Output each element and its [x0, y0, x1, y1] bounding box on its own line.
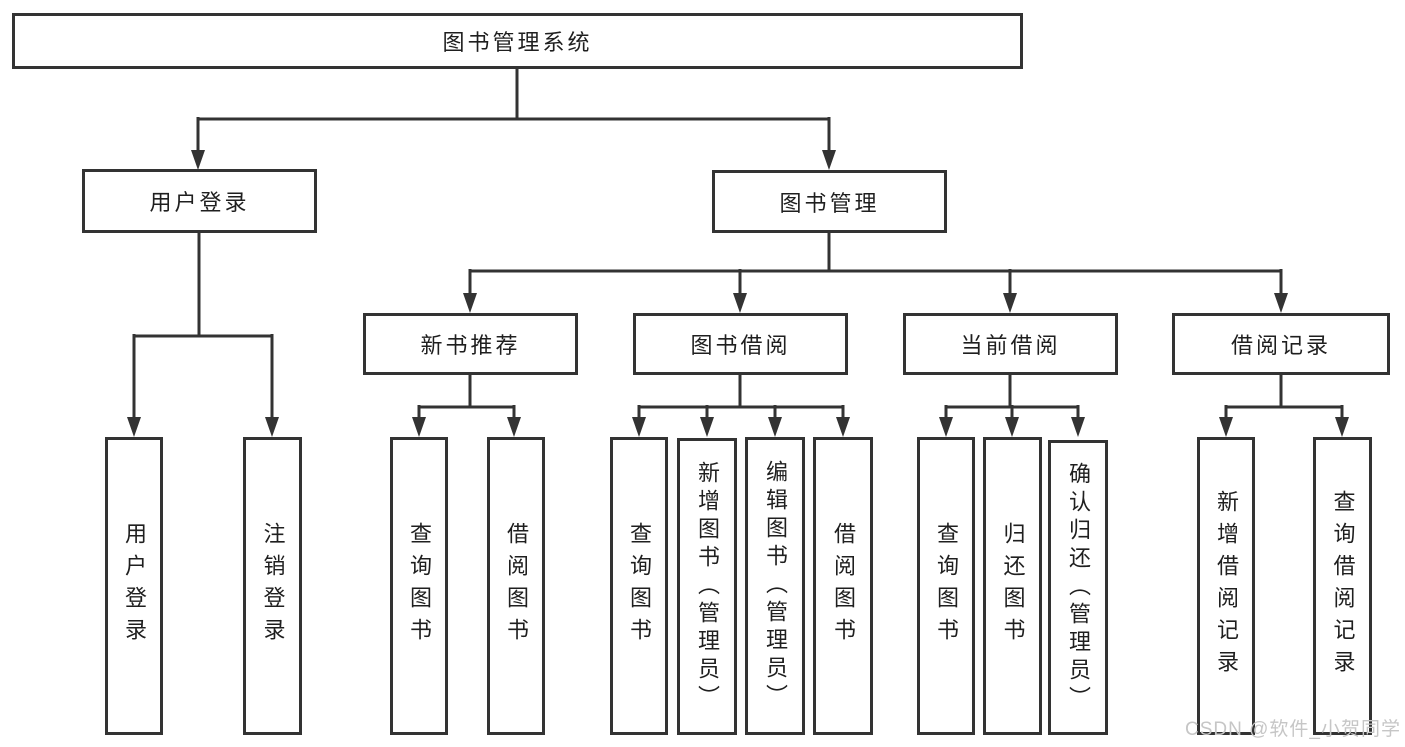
node-leaf-query-borrow-record: 查询借阅记录 [1313, 437, 1372, 735]
node-label: 图书管理 [779, 190, 880, 216]
node-label: 新书推荐 [420, 333, 521, 358]
node-leaf-confirm-return-admin: 确认归还（管理员） [1048, 440, 1108, 735]
node-leaf-query-book-3: 查询图书 [917, 437, 975, 735]
node-label: 编辑图书（管理员） [763, 460, 788, 712]
node-book-borrowing: 图书借阅 [633, 313, 848, 375]
node-label: 图书管理系统 [442, 30, 593, 55]
node-label: 借阅记录 [1230, 333, 1331, 358]
node-label: 新增借阅记录 [1214, 490, 1239, 682]
node-label: 确认归还（管理员） [1066, 461, 1091, 714]
node-leaf-borrow-book-2: 借阅图书 [813, 437, 873, 735]
node-label: 借阅图书 [504, 522, 529, 650]
node-current-borrowing: 当前借阅 [903, 313, 1118, 375]
csdn-watermark: CSDN @软件_小贺同学 [1185, 719, 1401, 740]
node-leaf-user-login: 用户登录 [105, 437, 163, 735]
node-new-book-recommend: 新书推荐 [363, 313, 578, 375]
node-label: 新增图书（管理员） [695, 460, 720, 713]
node-library-system: 图书管理系统 [12, 13, 1023, 69]
node-user-login: 用户登录 [82, 169, 317, 233]
node-leaf-borrow-book-1: 借阅图书 [487, 437, 545, 735]
node-label: 查询借阅记录 [1330, 490, 1356, 682]
node-leaf-return-book: 归还图书 [983, 437, 1042, 735]
node-leaf-query-book-1: 查询图书 [390, 437, 448, 735]
node-label: 用户登录 [149, 190, 250, 215]
node-label: 借阅图书 [831, 522, 856, 650]
node-leaf-add-book-admin: 新增图书（管理员） [677, 438, 737, 735]
node-label: 查询图书 [627, 522, 652, 650]
node-label: 注销登录 [260, 522, 286, 650]
node-leaf-edit-book-admin: 编辑图书（管理员） [745, 437, 805, 735]
node-label: 当前借阅 [960, 333, 1061, 358]
node-leaf-logout: 注销登录 [243, 437, 302, 735]
node-borrowing-records: 借阅记录 [1172, 313, 1390, 375]
node-label: 用户登录 [122, 522, 147, 650]
node-label: 查询图书 [407, 522, 432, 650]
node-label: 归还图书 [1000, 522, 1026, 650]
node-label: 图书借阅 [690, 333, 791, 358]
node-label: 查询图书 [934, 522, 959, 650]
node-leaf-add-borrow-record: 新增借阅记录 [1197, 437, 1255, 735]
node-book-management: 图书管理 [712, 170, 947, 233]
node-leaf-query-book-2: 查询图书 [610, 437, 668, 735]
